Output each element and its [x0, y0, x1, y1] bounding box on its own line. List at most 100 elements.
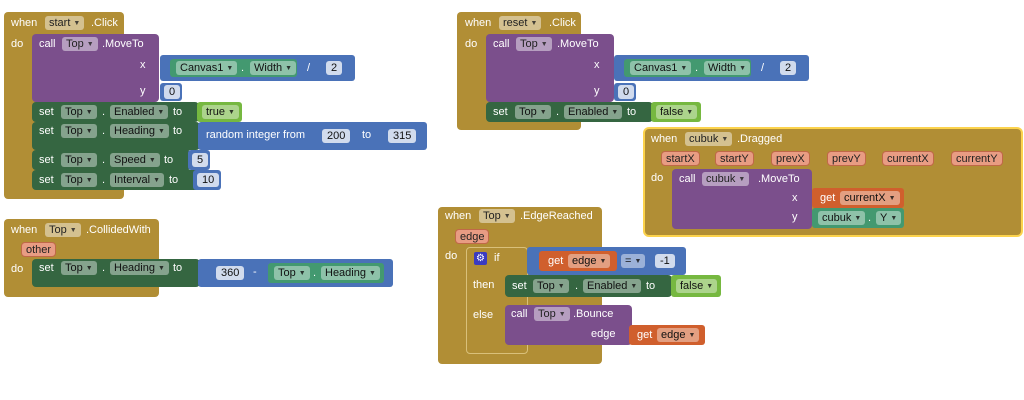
set-top-interval[interactable]: set Top▼ . Interval▼ to — [32, 170, 200, 190]
math-divide[interactable]: Canvas1▼ . Width▼ / 2 — [614, 55, 809, 81]
dropdown-caret-icon: ▼ — [226, 65, 234, 72]
call-top-moveto[interactable]: call Top▼ .MoveTo x y — [32, 34, 159, 102]
number-block[interactable]: 10 — [193, 170, 221, 190]
param-prevy[interactable]: prevY — [827, 151, 866, 166]
property-dropdown[interactable]: Speed▼ — [110, 153, 160, 167]
number-block[interactable]: 0 — [614, 83, 636, 101]
component-dropdown[interactable]: Top▼ — [61, 173, 97, 187]
math-divide[interactable]: Canvas1▼ . Width▼ / 2 — [160, 55, 355, 81]
get-currentx[interactable]: get currentX▼ — [812, 188, 904, 208]
component-dropdown[interactable]: Top▼ — [479, 209, 515, 223]
call-top-bounce[interactable]: call Top▼ .Bounce edge — [505, 305, 632, 345]
boolean-dropdown[interactable]: false▼ — [676, 279, 718, 293]
property-dropdown[interactable]: Enabled▼ — [564, 105, 623, 119]
boolean-true[interactable]: true▼ — [197, 102, 242, 122]
math-subtract[interactable]: 360 - Top▼ . Heading▼ — [198, 259, 393, 287]
gear-icon[interactable]: ⚙ — [474, 252, 487, 265]
property-dropdown[interactable]: Interval▼ — [110, 173, 165, 187]
component-dropdown[interactable]: Top▼ — [61, 153, 97, 167]
component-dropdown[interactable]: Canvas1▼ — [630, 61, 692, 75]
canvas1-width-getter[interactable]: Canvas1▼ . Width▼ — [170, 59, 297, 77]
component-dropdown[interactable]: Top▼ — [61, 105, 97, 119]
number-field[interactable]: 360 — [216, 266, 245, 280]
number-field[interactable]: 0 — [618, 85, 635, 99]
call-top-moveto[interactable]: call Top▼ .MoveTo x y — [486, 34, 614, 102]
operator-dropdown[interactable]: =▼ — [621, 254, 646, 268]
property-dropdown[interactable]: Width▼ — [250, 61, 297, 75]
property-dropdown[interactable]: Width▼ — [704, 61, 751, 75]
canvas1-width-getter[interactable]: Canvas1▼ . Width▼ — [624, 59, 751, 77]
get-edge[interactable]: get edge▼ — [539, 251, 617, 271]
boolean-false[interactable]: false▼ — [671, 275, 721, 297]
to-label: to — [627, 106, 637, 118]
number-field[interactable]: 200 — [322, 129, 351, 143]
component-dropdown[interactable]: Top▼ — [62, 37, 98, 51]
then-label: then — [473, 279, 495, 291]
variable-dropdown[interactable]: edge▼ — [657, 328, 700, 342]
dot: . — [102, 262, 106, 274]
component-dropdown[interactable]: Top▼ — [274, 266, 310, 280]
component-dropdown[interactable]: Top▼ — [516, 37, 552, 51]
top-heading-getter[interactable]: Top▼ . Heading▼ — [268, 263, 384, 283]
number-block[interactable]: 0 — [160, 83, 182, 101]
set-top-enabled[interactable]: set Top▼ . Enabled▼ to — [505, 275, 672, 297]
boolean-false[interactable]: false▼ — [651, 102, 701, 122]
param-starty[interactable]: startY — [715, 151, 754, 166]
math-compare[interactable]: get edge▼ =▼ -1 — [527, 247, 686, 275]
component-dropdown[interactable]: Top▼ — [45, 223, 81, 237]
set-top-enabled[interactable]: set Top▼ . Enabled▼ to — [32, 102, 199, 122]
property-dropdown[interactable]: Heading▼ — [110, 124, 169, 138]
param-startx[interactable]: startX — [661, 151, 700, 166]
component-dropdown[interactable]: Top▼ — [61, 124, 97, 138]
property-dropdown[interactable]: Enabled▼ — [583, 279, 642, 293]
else-label: else — [473, 309, 494, 321]
property-dropdown[interactable]: Heading▼ — [321, 266, 380, 280]
property-dropdown[interactable]: Heading▼ — [110, 261, 169, 275]
dropdown-caret-icon: ▼ — [530, 20, 538, 27]
variable-dropdown[interactable]: edge▼ — [568, 254, 611, 268]
number-field[interactable]: 0 — [164, 85, 181, 99]
boolean-dropdown[interactable]: true▼ — [202, 105, 239, 119]
component-dropdown[interactable]: start▼ — [45, 16, 85, 30]
component-dropdown[interactable]: cubuk▼ — [702, 172, 750, 186]
number-block[interactable]: 5 — [188, 150, 210, 170]
dot: . — [868, 212, 872, 224]
param-edge[interactable]: edge — [455, 229, 490, 244]
set-top-enabled[interactable]: set Top▼ . Enabled▼ to — [486, 102, 653, 122]
number-field[interactable]: 2 — [780, 61, 797, 75]
number-field[interactable]: 10 — [197, 173, 220, 187]
call-cubuk-moveto[interactable]: call cubuk▼ .MoveTo x y — [672, 169, 812, 229]
cubuk-y-getter[interactable]: cubuk▼ . Y▼ — [812, 208, 904, 228]
set-top-speed[interactable]: set Top▼ . Speed▼ to — [32, 150, 192, 170]
number-field[interactable]: 5 — [192, 153, 209, 167]
param-prevx[interactable]: prevX — [771, 151, 810, 166]
dropdown-caret-icon: ▼ — [686, 109, 694, 116]
boolean-dropdown[interactable]: false▼ — [656, 105, 698, 119]
property-dropdown[interactable]: Enabled▼ — [110, 105, 169, 119]
dot: . — [695, 62, 699, 74]
number-field[interactable]: -1 — [655, 254, 675, 268]
component-dropdown[interactable]: Canvas1▼ — [176, 61, 238, 75]
component-dropdown[interactable]: cubuk▼ — [818, 211, 866, 225]
variable-dropdown[interactable]: currentX▼ — [840, 191, 900, 205]
dropdown-caret-icon: ▼ — [157, 109, 165, 116]
number-field[interactable]: 315 — [388, 129, 417, 143]
set-top-heading[interactable]: set Top▼ . Heading▼ to — [32, 259, 200, 287]
number-field[interactable]: 2 — [326, 61, 343, 75]
property-dropdown[interactable]: Y▼ — [876, 211, 902, 225]
component-dropdown[interactable]: Top▼ — [534, 307, 570, 321]
set-label: set — [39, 262, 54, 274]
param-currentx[interactable]: currentX — [882, 151, 934, 166]
set-top-heading[interactable]: set Top▼ . Heading▼ to — [32, 122, 200, 150]
method-name: .Bounce — [573, 308, 614, 320]
component-dropdown[interactable]: Top▼ — [533, 279, 569, 293]
component-dropdown[interactable]: Top▼ — [515, 105, 551, 119]
param-currenty[interactable]: currentY — [951, 151, 1003, 166]
dropdown-caret-icon: ▼ — [630, 283, 638, 290]
param-other[interactable]: other — [21, 242, 57, 257]
component-dropdown[interactable]: Top▼ — [61, 261, 97, 275]
random-integer[interactable]: random integer from 200 to 315 — [198, 122, 427, 150]
component-dropdown[interactable]: reset▼ — [499, 16, 542, 30]
component-dropdown[interactable]: cubuk▼ — [685, 132, 733, 146]
get-edge[interactable]: get edge▼ — [629, 325, 705, 345]
